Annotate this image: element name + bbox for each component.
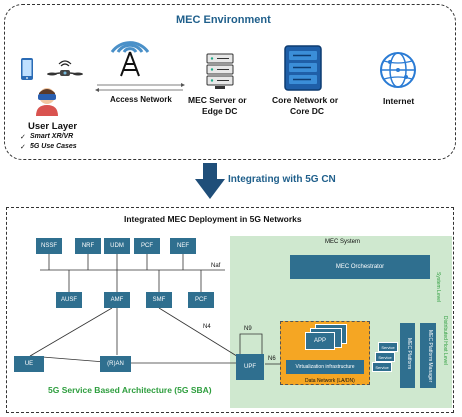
service-box-1: Service [378, 342, 398, 352]
upf-box: UPF [236, 354, 264, 380]
user-layer-label: User Layer [28, 121, 78, 132]
data-network-label: Data Network (LA/DN) [305, 378, 355, 384]
access-network-label: Access Network [110, 95, 172, 104]
core-network-label-1: Core Network or [272, 95, 339, 105]
smf-box: SMF [146, 292, 172, 308]
n9-label: N9 [244, 326, 252, 332]
ran-box: (R)AN [100, 356, 131, 372]
nrf-box: NRF [75, 238, 101, 254]
sba-label: 5G Service Based Architecture (5G SBA) [48, 385, 212, 395]
mec-server-label-1: MEC Server or [188, 95, 247, 105]
internet-label: Internet [383, 96, 415, 106]
mec-orchestrator-box: MEC Orchestrator [290, 255, 430, 279]
service-box-2: Service [375, 352, 395, 362]
mec-server-label-2: Edge DC [202, 106, 238, 116]
data-center-icon [284, 45, 322, 91]
udm-box: UDM [104, 238, 130, 254]
mec-environment-title: MEC Environment [176, 14, 271, 26]
core-network-label-2: Core DC [290, 106, 325, 116]
ue-box: UE [14, 356, 44, 372]
naf-label: Naf [211, 263, 221, 269]
mec-platform-box [400, 323, 415, 388]
n4-label: N4 [203, 324, 211, 330]
drone-icon [47, 60, 83, 76]
integrated-deployment-title: Integrated MEC Deployment in 5G Networks [124, 214, 302, 224]
smartphone-icon [21, 58, 33, 80]
nef-box: NEF [170, 238, 196, 254]
use-case-xr: Smart XR/VR [30, 133, 74, 140]
down-arrow-icon [195, 163, 225, 199]
cell-tower-icon [110, 41, 150, 77]
n6-label: N6 [268, 356, 276, 362]
mec-platform-manager-box [420, 323, 436, 388]
integrating-label: Integrating with 5G CN [228, 174, 336, 185]
nssf-box: NSSF [36, 238, 62, 254]
service-box-3: Service [372, 362, 392, 372]
check-icon: ✓ [20, 144, 26, 151]
virtualization-box: Virtualization infrastructure [286, 360, 364, 374]
check-icon: ✓ [20, 134, 26, 141]
ausf-box: AUSF [56, 292, 82, 308]
amf-box: AMF [104, 292, 130, 308]
mec-environment-panel [4, 4, 456, 160]
integrated-deployment-panel [6, 207, 454, 413]
app-box: APP [305, 332, 335, 350]
access-network-arrows [95, 83, 185, 92]
server-icon [206, 53, 234, 89]
mec-system-label: MEC System [325, 239, 361, 245]
globe-icon [380, 52, 416, 88]
pcf-box-bottom: PCF [188, 292, 214, 308]
pcf-box-top: PCF [134, 238, 160, 254]
use-case-5g: 5G Use Cases [30, 143, 77, 150]
vr-user-icon [36, 88, 58, 116]
